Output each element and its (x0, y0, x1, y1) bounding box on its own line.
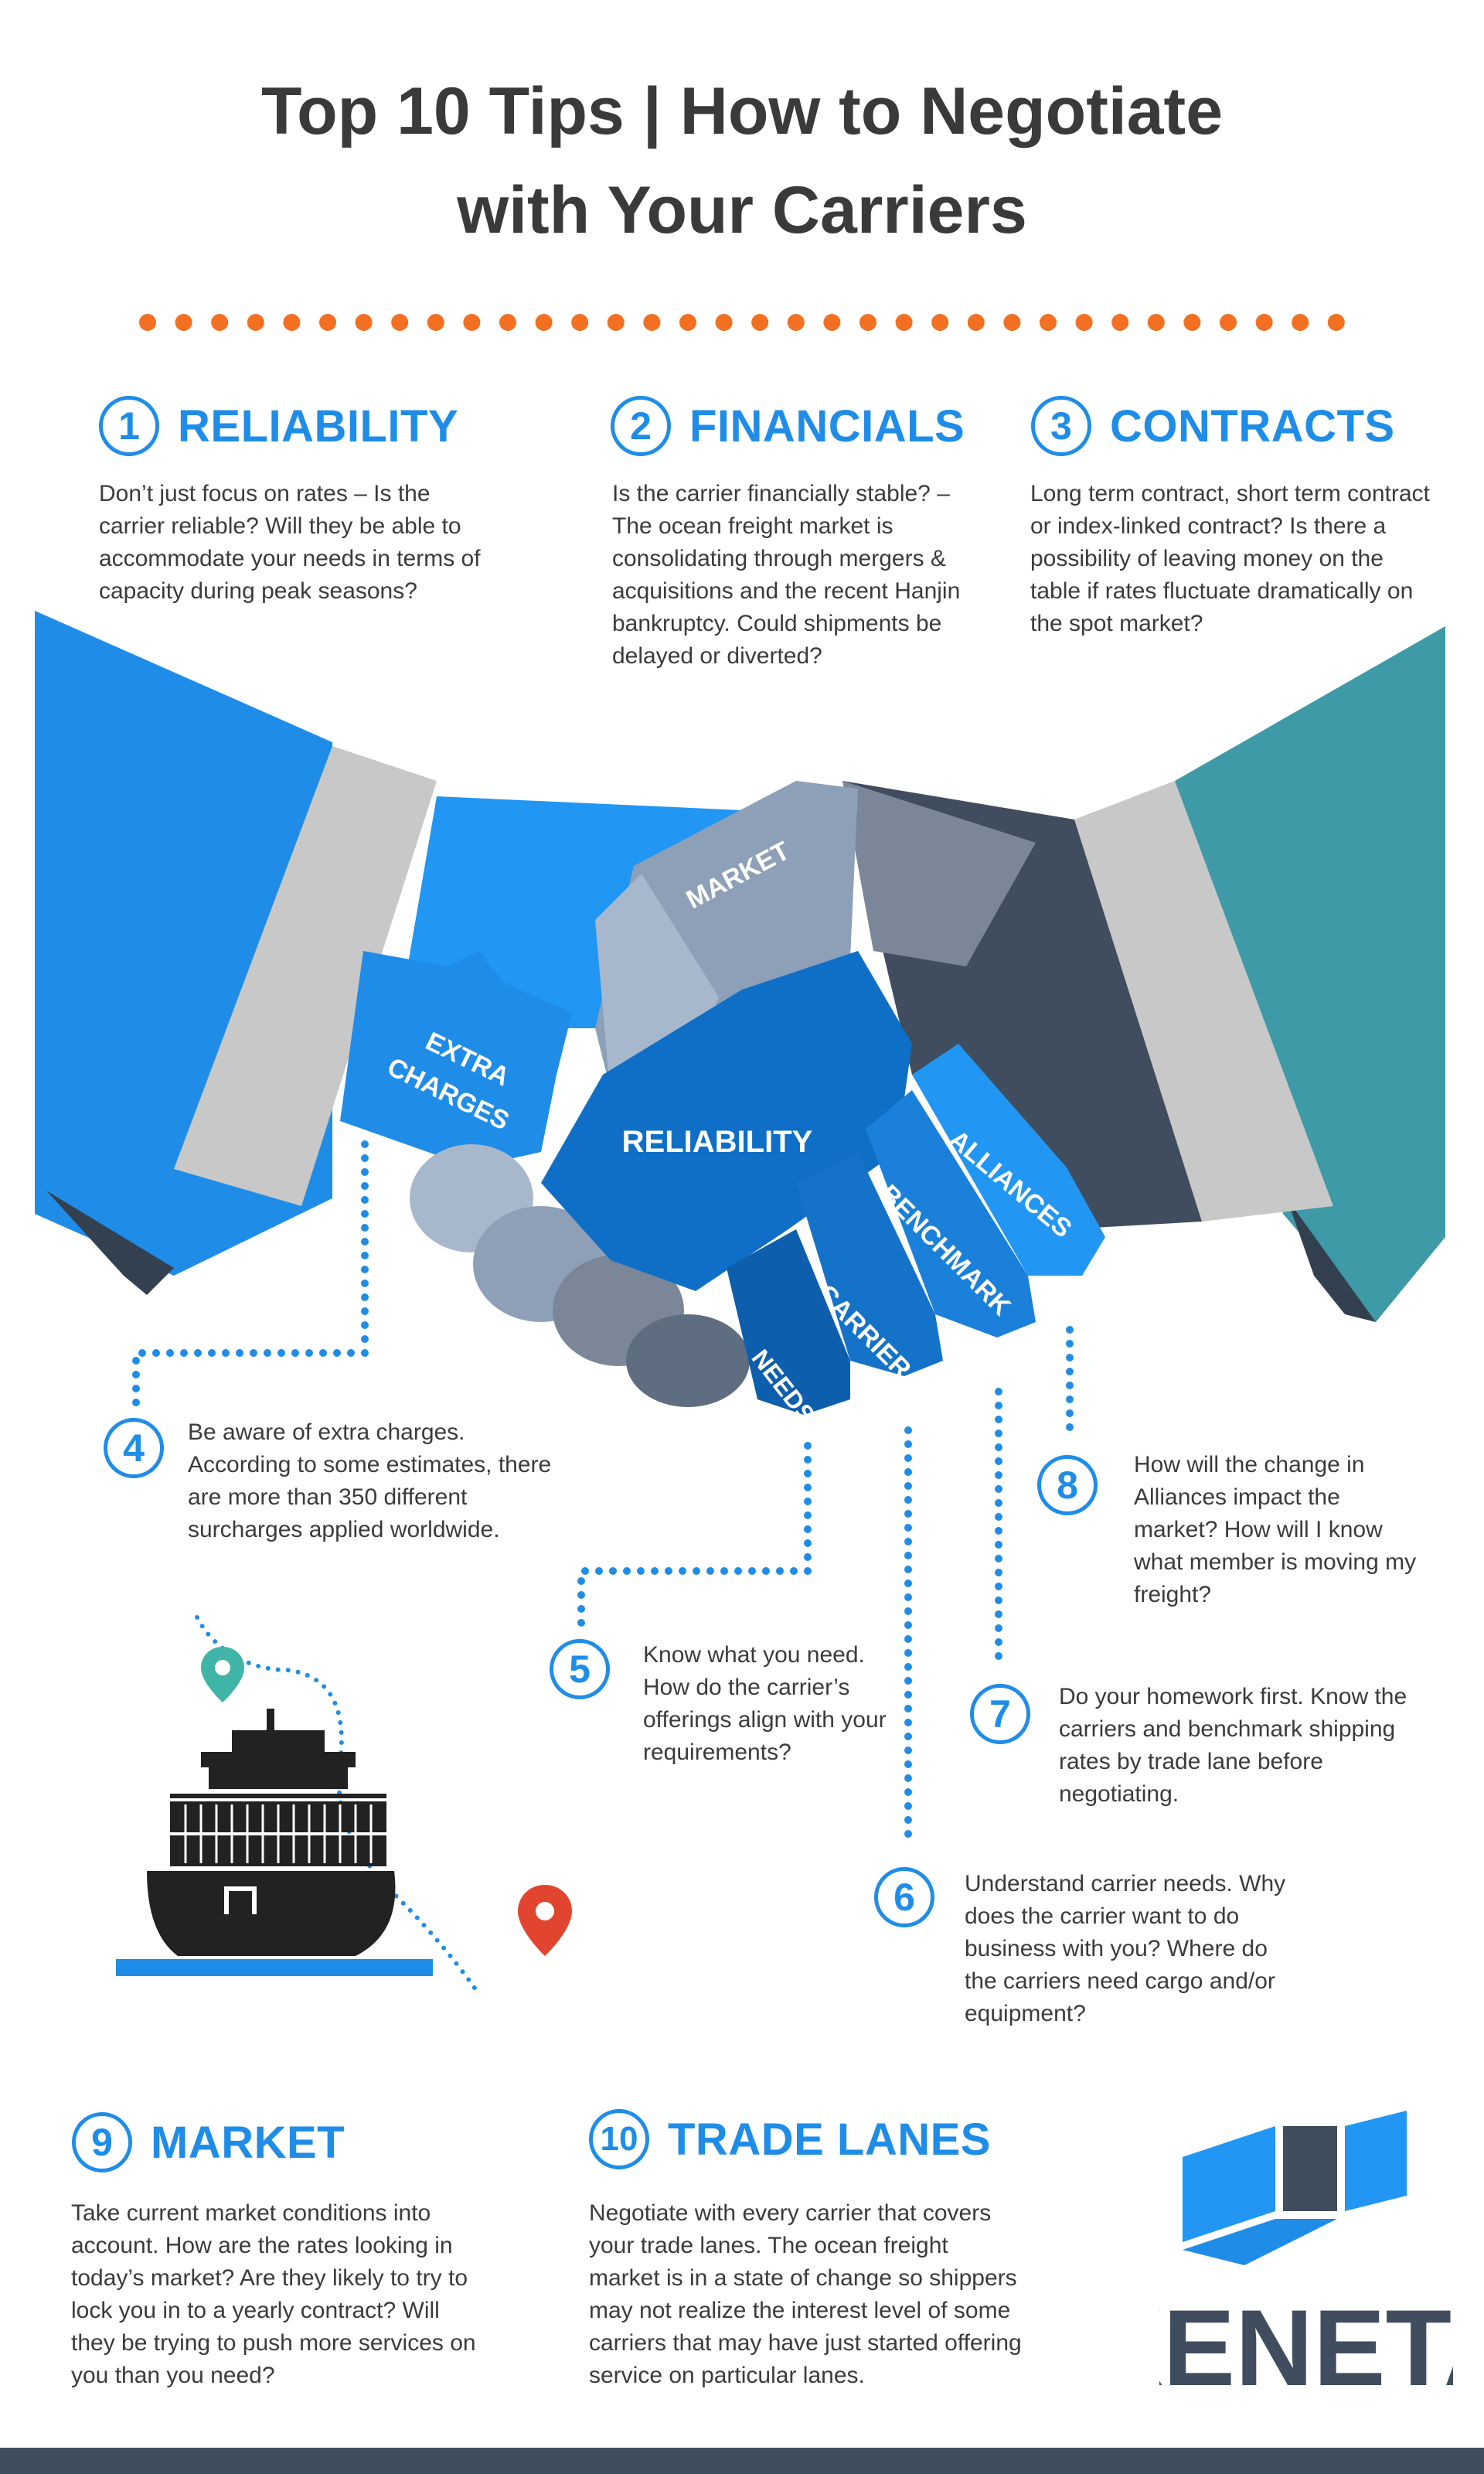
tip-6-text: Understand carrier needs. Why does the c… (965, 1871, 1286, 2026)
tip-2-text: Is the carrier financially stable? – The… (612, 481, 961, 669)
benchmark-piece (866, 1090, 1036, 1338)
tip-7-text: Do your homework first. Know the carrier… (1059, 1684, 1407, 1807)
handshake-illustration: MARKET EXTRA CHARGES RELIABILITY ALLIANC… (35, 611, 1445, 1429)
extra-charges-piece (340, 951, 572, 1167)
tip-3-header: 3 CONTRACTS (1031, 396, 1395, 456)
tip-10-header: 10 TRADE LANES (589, 2109, 991, 2169)
tip-4-number: 4 (104, 1418, 164, 1478)
xeneta-logo: XENETA (1159, 2111, 1453, 2408)
right-sleeve (1175, 626, 1445, 1322)
location-pin-icon (201, 1647, 244, 1702)
page-title-line2: with Your Carriers (457, 173, 1027, 247)
alliances-piece (912, 1044, 1105, 1276)
tip-6-number: 6 (874, 1867, 934, 1927)
tip-3-text: Long term contract, short term contract … (1030, 481, 1430, 636)
tip-3-heading: CONTRACTS (1110, 400, 1395, 452)
page-title: Top 10 Tips | How to Negotiate with Your… (0, 62, 1484, 260)
right-sleeve-shadow (1287, 1198, 1376, 1322)
tip-9-number: 9 (72, 2112, 132, 2172)
right-hand-top (842, 781, 1036, 966)
tip-8-text: How will the change in Alliances impact … (1134, 1452, 1417, 1607)
tip-1-header: 1 RELIABILITY (99, 396, 458, 456)
left-sleeve-shadow (46, 1191, 174, 1295)
tip-7-number: 7 (970, 1684, 1030, 1744)
tip-9-heading: MARKET (151, 2117, 345, 2168)
tip-2-header: 2 FINANCIALS (611, 396, 965, 456)
tip-10-text: Negotiate with every carrier that covers… (589, 2200, 1022, 2388)
tip-10-heading: TRADE LANES (668, 2114, 991, 2165)
tip-8-number: 8 (1037, 1455, 1098, 1515)
right-cuff (1074, 781, 1333, 1222)
xeneta-logo-text: XENETA (1159, 2287, 1453, 2408)
page-title-line1: Top 10 Tips | How to Negotiate (260, 74, 1224, 148)
ship-illustration (116, 1615, 572, 1997)
connector-5 (577, 1442, 812, 1627)
location-pin-icon-red (518, 1885, 572, 1956)
tip-1-heading: RELIABILITY (178, 400, 459, 452)
tip-5-text: Know what you need. How do the carrier’s… (643, 1642, 887, 1765)
tip-9-text: Take current market conditions into acco… (71, 2200, 476, 2388)
tip-5-number: 5 (550, 1639, 610, 1699)
footer-bar (0, 2448, 1484, 2474)
tip-4-text: Be aware of extra charges. According to … (188, 1419, 552, 1542)
tip-1-number: 1 (99, 396, 159, 456)
dotted-divider (139, 314, 1345, 331)
connector-4 (132, 1140, 369, 1407)
tip-3-number: 3 (1031, 396, 1091, 456)
tip-1-text: Don’t just focus on rates – Is the carri… (99, 481, 481, 604)
reliability-label: RELIABILITY (622, 1125, 813, 1159)
finger-4 (626, 1314, 750, 1407)
tip-2-heading: FINANCIALS (689, 400, 965, 452)
tip-9-header: 9 MARKET (72, 2112, 345, 2172)
tip-2-number: 2 (611, 396, 671, 456)
xeneta-logo-mark (1183, 2111, 1407, 2265)
connector-lines (132, 1140, 1074, 1848)
left-cuff (174, 746, 437, 1206)
needs-piece (727, 1229, 850, 1415)
tip-10-number: 10 (589, 2109, 649, 2169)
carrier-piece (796, 1152, 943, 1376)
container-ship-icon (116, 1709, 433, 1976)
